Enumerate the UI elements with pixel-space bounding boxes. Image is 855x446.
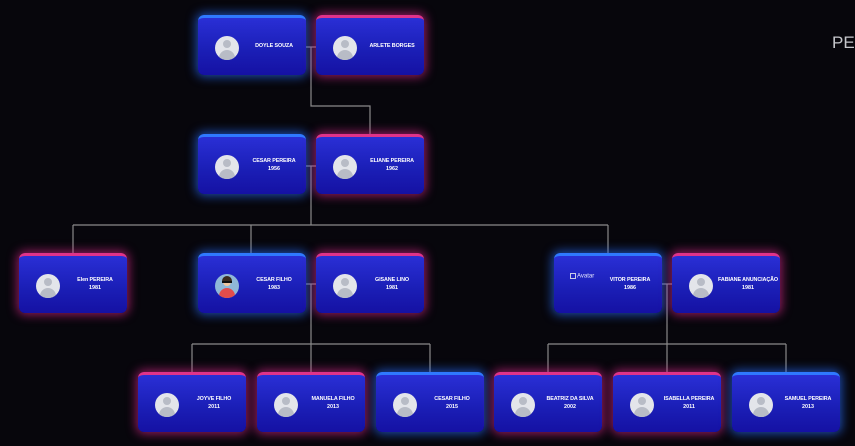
avatar-placeholder-icon bbox=[333, 155, 357, 179]
person-name: ARLETE BORGES bbox=[369, 42, 415, 49]
person-birth-year: 1981 bbox=[89, 284, 101, 291]
person-card-doyle-souza[interactable]: DOYLE SOUZA bbox=[198, 15, 306, 75]
person-name: Elen PEREIRA bbox=[77, 276, 113, 283]
avatar-placeholder-icon bbox=[393, 393, 417, 417]
avatar-placeholder-icon bbox=[333, 274, 357, 298]
person-name: CESAR PEREIRA bbox=[252, 157, 296, 164]
person-birth-year: 2013 bbox=[802, 403, 814, 410]
person-birth-year: 2002 bbox=[564, 403, 576, 410]
person-card-arlete-borges[interactable]: ARLETE BORGES bbox=[316, 15, 424, 75]
person-card-fabiane-anunciacao[interactable]: FABIANE ANUNCIAÇÃO 1981 bbox=[672, 253, 780, 313]
avatar-placeholder-icon bbox=[749, 393, 773, 417]
person-birth-year: 2011 bbox=[683, 403, 695, 410]
person-card-beatriz-da-silva[interactable]: BEATRIZ DA SILVA 2002 bbox=[494, 372, 602, 432]
person-name: SAMUEL PEREIRA bbox=[784, 395, 832, 402]
person-birth-year: 1962 bbox=[386, 165, 398, 172]
avatar-placeholder-icon bbox=[333, 36, 357, 60]
person-card-gisane-lino[interactable]: GISANE LINO 1981 bbox=[316, 253, 424, 313]
person-birth-year: 1981 bbox=[742, 284, 754, 291]
person-card-samuel-pereira[interactable]: SAMUEL PEREIRA 2013 bbox=[732, 372, 840, 432]
avatar-placeholder-icon bbox=[215, 155, 239, 179]
person-name: MANUELA FILHO bbox=[311, 395, 355, 402]
person-card-isabella-pereira[interactable]: ISABELLA PEREIRA 2011 bbox=[613, 372, 721, 432]
avatar-placeholder-icon bbox=[511, 393, 535, 417]
avatar-placeholder-icon bbox=[215, 36, 239, 60]
person-name: FABIANE ANUNCIAÇÃO bbox=[718, 276, 778, 283]
person-birth-year: 1956 bbox=[268, 165, 280, 172]
person-birth-year: 2015 bbox=[446, 403, 458, 410]
person-name: GISANE LINO bbox=[375, 276, 409, 283]
person-birth-year: 2011 bbox=[208, 403, 220, 410]
person-card-joyve-filho[interactable]: JOYVE FILHO 2011 bbox=[138, 372, 246, 432]
person-birth-year: 1981 bbox=[386, 284, 398, 291]
person-card-cesar-filho[interactable]: CESAR FILHO 1983 bbox=[198, 253, 306, 313]
avatar-placeholder-icon bbox=[36, 274, 60, 298]
person-name: VITOR PEREIRA bbox=[609, 276, 651, 283]
person-card-cesar-filho-2015[interactable]: CESAR FILHO 2015 bbox=[376, 372, 484, 432]
person-name: DOYLE SOUZA bbox=[255, 42, 293, 49]
avatar-placeholder-icon bbox=[689, 274, 713, 298]
person-birth-year: 2013 bbox=[327, 403, 339, 410]
person-name: CESAR FILHO bbox=[434, 395, 470, 402]
person-card-elen-pereira[interactable]: Elen PEREIRA 1981 bbox=[19, 253, 127, 313]
avatar-photo bbox=[215, 274, 239, 298]
person-birth-year: 1983 bbox=[268, 284, 280, 291]
person-name: ELIANE PEREIRA bbox=[370, 157, 414, 164]
person-card-eliane-pereira[interactable]: ELIANE PEREIRA 1962 bbox=[316, 134, 424, 194]
person-name: ISABELLA PEREIRA bbox=[663, 395, 715, 402]
person-name: JOYVE FILHO bbox=[196, 395, 232, 402]
avatar-placeholder-icon bbox=[155, 393, 179, 417]
person-name: CESAR FILHO bbox=[256, 276, 292, 283]
avatar-placeholder-icon bbox=[630, 393, 654, 417]
avatar-placeholder-icon bbox=[274, 393, 298, 417]
person-card-manuela-filho[interactable]: MANUELA FILHO 2013 bbox=[257, 372, 365, 432]
person-birth-year: 1986 bbox=[624, 284, 636, 291]
broken-avatar-image: Avatar bbox=[570, 273, 594, 280]
person-card-cesar-pereira[interactable]: CESAR PEREIRA 1956 bbox=[198, 134, 306, 194]
person-card-vitor-pereira[interactable]: Avatar VITOR PEREIRA 1986 bbox=[554, 253, 662, 313]
side-panel-label: PE bbox=[832, 33, 855, 52]
person-name: BEATRIZ DA SILVA bbox=[546, 395, 594, 402]
